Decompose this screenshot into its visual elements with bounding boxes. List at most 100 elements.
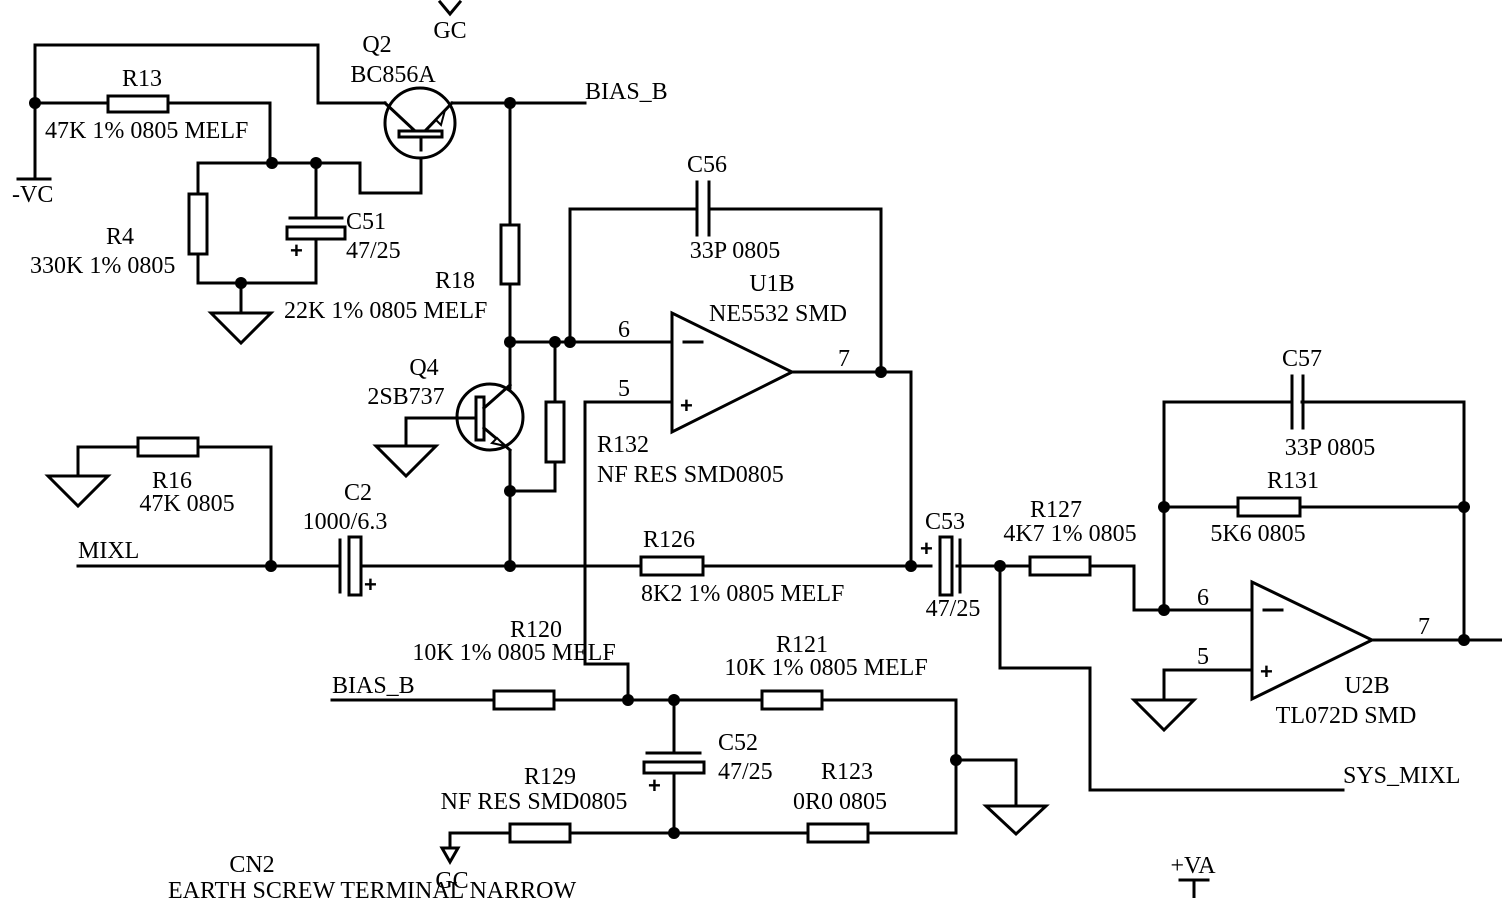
r131-ref: R131 [1267,468,1319,494]
c56-ref: C56 [687,152,727,178]
junction [235,277,247,289]
r18-ref: R18 [435,268,475,294]
u1b-ref: U1B [749,271,794,297]
r126-value: 8K2 1% 0805 MELF [641,581,844,607]
capacitor-c56 [695,180,711,237]
junction [668,694,680,706]
wires-bottom [330,698,1018,850]
r127-value: 4K7 1% 0805 [1003,521,1136,547]
c2-value: 1000/6.3 [303,509,388,535]
opamp-u1b: + [670,310,796,435]
c2-ref: C2 [344,480,372,506]
u2b-pin-5: 5 [1197,644,1209,670]
u2b-value: TL072D SMD [1276,703,1417,729]
r132-value: NF RES SMD0805 [597,462,784,488]
net-label-gc-top: GC [433,18,466,44]
c53-ref: C53 [925,509,965,535]
r126-ref: R126 [643,527,695,553]
c51-value: 47/25 [346,238,401,264]
u2b-pin-6: 6 [1197,585,1209,611]
svg-text:+: + [680,393,693,418]
u1b-pin-7: 7 [838,346,850,372]
ground-icon [372,444,440,479]
transistor-q2 [382,86,457,160]
junction [504,336,516,348]
resistor-r126 [639,555,705,577]
u1b-pin-5: 5 [618,376,630,402]
r16-value: 47K 0805 [139,491,234,517]
junction [668,827,680,839]
u1b-value: NE5532 SMD [709,301,847,327]
junction [29,97,41,109]
resistor-r131 [1236,496,1302,518]
resistor-r121 [760,689,824,711]
junction [1158,604,1170,616]
r120-ref: R120 [510,617,562,643]
opamp-u2b: + [1250,579,1376,702]
capacitor-c51: + [285,216,347,263]
r123-ref: R123 [821,759,873,785]
q2-ref: Q2 [362,32,391,58]
junction [504,560,516,572]
c52-ref: C52 [718,730,758,756]
r120-value: 10K 1% 0805 MELF [412,640,615,666]
r4-value: 330K 1% 0805 [30,253,175,279]
resistor-r127 [1028,555,1092,577]
net-label-bias-b-bottom: BIAS_B [332,673,415,699]
resistor-r120 [492,689,556,711]
junction [504,485,516,497]
r131-value: 5K6 0805 [1210,521,1305,547]
q4-ref: Q4 [409,355,438,381]
net-label-neg-vc: -VC [12,182,53,208]
transistor-q4 [454,382,525,453]
junction [564,336,576,348]
junction [1458,634,1470,646]
junction [1458,501,1470,513]
gc-bottom-icon [439,846,461,866]
r129-value: NF RES SMD0805 [441,789,628,815]
resistor-r123 [806,822,870,844]
u2b-pin-7: 7 [1418,614,1430,640]
r13-ref: R13 [122,66,162,92]
resistor-r13 [106,94,170,114]
net-label-sys-mixl: SYS_MIXL [1343,763,1460,789]
resistor-r16 [136,436,200,458]
capacitor-c52: + [642,751,706,798]
capacitor-c57 [1290,374,1305,430]
svg-text:+: + [920,536,933,561]
resistor-r132 [544,400,566,464]
svg-text:+: + [290,238,303,263]
u1b-pin-6: 6 [618,317,630,343]
c56-value: 33P 0805 [690,238,780,264]
c53-value: 47/25 [926,596,981,622]
capacitor-c2: + [338,535,377,597]
junction [266,157,278,169]
ground-icon [44,474,112,509]
q2-value: BC856A [350,62,436,88]
r13-value: 47K 1% 0805 MELF [45,118,248,144]
r121-ref: R121 [776,632,828,658]
resistor-r4 [187,192,209,256]
c51-ref: C51 [346,209,386,235]
svg-text:+: + [364,572,377,597]
wires-right [955,400,1502,792]
junction [310,157,322,169]
junction [265,560,277,572]
junction [549,336,561,348]
power-va-icon [1178,878,1210,898]
gc-top-icon [437,0,463,17]
capacitor-c53: + [920,535,962,597]
r16-ref: R16 [152,468,192,494]
ground-icon [982,804,1050,837]
ground-icon [1130,698,1198,733]
r132-ref: R132 [597,432,649,458]
junction [950,754,962,766]
junction [1158,501,1170,513]
junction [622,694,634,706]
net-label-mixl: MIXL [78,538,139,564]
q4-value: 2SB737 [367,384,444,410]
r121-value: 10K 1% 0805 MELF [724,655,927,681]
svg-text:+: + [648,773,661,798]
net-label-bias-b-top: BIAS_B [585,79,668,105]
resistor-r18 [499,223,521,286]
